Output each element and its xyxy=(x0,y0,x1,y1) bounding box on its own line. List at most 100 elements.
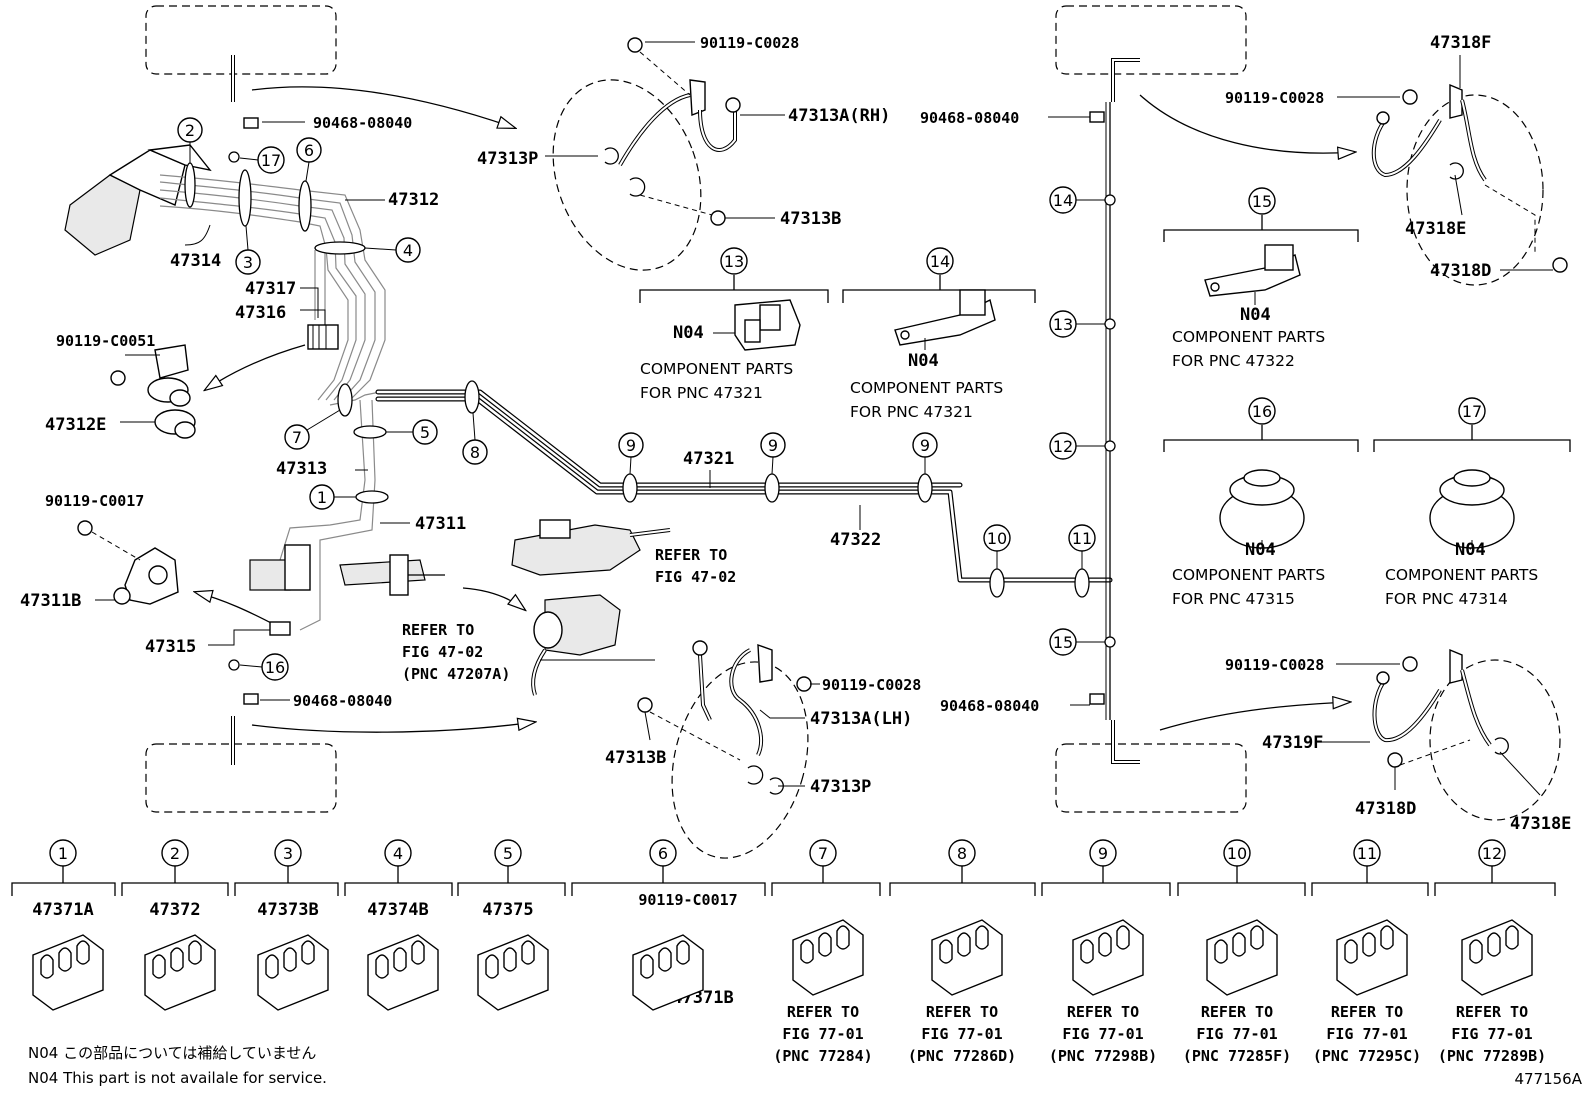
bottom-item-11-line3: (PNC 77295C) xyxy=(1313,1047,1421,1065)
refer-fig4702-a-line1: REFER TO xyxy=(655,546,727,564)
bottom-item-11-circle xyxy=(1353,839,1381,867)
bolt-dashline-left xyxy=(91,531,141,561)
valve-47315 xyxy=(249,544,311,636)
hose-47313A-LH xyxy=(692,640,773,756)
grommet-shape-16 xyxy=(1219,469,1305,549)
label-47313P-top: 47313P xyxy=(477,149,538,169)
bottom-item-6-circle xyxy=(649,839,677,867)
clamp-4 xyxy=(314,241,366,255)
bottom-item-11-num: 11 xyxy=(1357,844,1377,863)
bottom-item-11-illustration xyxy=(1336,919,1408,996)
bracket-line-16 xyxy=(1163,439,1359,452)
component-15-num: 15 xyxy=(1252,192,1272,211)
clip-90468-tl xyxy=(243,117,259,129)
component-13-code: N04 xyxy=(673,323,704,343)
bolt-90119-C0028-top xyxy=(627,37,643,53)
node-13 xyxy=(1104,318,1116,330)
clamp-7 xyxy=(337,383,353,417)
bottom-item-10-line3: (PNC 77285F) xyxy=(1183,1047,1291,1065)
label-47315: 47315 xyxy=(145,637,196,657)
bottom-item-7-circle xyxy=(809,839,837,867)
label-47322: 47322 xyxy=(830,530,881,550)
clamp-6 xyxy=(298,180,312,232)
label-47312: 47312 xyxy=(388,190,439,210)
node-14 xyxy=(1104,194,1116,206)
clamp-10 xyxy=(989,568,1005,598)
component-16: N04 COMPONENT PARTS FOR PNC 47315 xyxy=(1172,540,1325,608)
hose-47318F xyxy=(1371,83,1487,182)
arrow-to-47311B xyxy=(195,592,276,626)
label-90468-08040-bl: 90468-08040 xyxy=(293,692,392,710)
bottom-item-7-bracket xyxy=(771,882,881,896)
bottom-item-12-illustration xyxy=(1461,919,1533,996)
component-15-line1: COMPONENT PARTS xyxy=(1172,328,1325,346)
component-14: N04 COMPONENT PARTS FOR PNC 47321 xyxy=(850,338,1003,421)
booster-fig4702-bottom xyxy=(531,594,621,696)
clamp-9c xyxy=(917,473,933,503)
label-90119-C0017-left: 90119-C0017 xyxy=(45,492,144,510)
bottom-item-8-circle xyxy=(948,839,976,867)
callouts: 2 17 6 3 4 7 5 8 1 9 9 9 10 11 xyxy=(177,117,1486,681)
bottom-item-6-illustration xyxy=(632,934,704,1011)
bracket-47311B xyxy=(113,547,179,605)
bottom-item-12-num: 12 xyxy=(1482,844,1502,863)
component-13: N04 COMPONENT PARTS FOR PNC 47321 xyxy=(640,323,793,402)
label-47311B: 47311B xyxy=(20,591,81,611)
clip-shape-13 xyxy=(734,299,801,351)
label-47319F: 47319F xyxy=(1262,733,1323,753)
bottom-item-7-num: 7 xyxy=(818,844,828,863)
bottom-item-10-bracket xyxy=(1177,882,1306,896)
note-en: N04 This part is not availale for servic… xyxy=(28,1069,327,1087)
label-90468-08040-tl: 90468-08040 xyxy=(313,114,412,132)
tube-47321 xyxy=(375,389,963,488)
component-15-code: N04 xyxy=(1240,305,1271,325)
vehicle-ref-box-top-left xyxy=(145,5,337,75)
label-90468-08040-br: 90468-08040 xyxy=(940,697,1039,715)
clamp-9b xyxy=(764,473,780,503)
bracket-line-14 xyxy=(842,289,1036,303)
component-14-line1: COMPONENT PARTS xyxy=(850,379,1003,397)
clip-90468-br xyxy=(1089,693,1105,705)
label-47314: 47314 xyxy=(170,251,221,271)
component-15-line2: FOR PNC 47322 xyxy=(1172,352,1295,370)
bottom-item-8-illustration xyxy=(931,919,1003,996)
node-12 xyxy=(1104,440,1116,452)
bottom-item-6-extra: 90119-C0017 xyxy=(638,891,737,909)
bottom-item-1-num: 1 xyxy=(58,844,68,863)
callout-14-rear: 14 xyxy=(1053,191,1073,210)
bottom-item-3-bracket xyxy=(234,882,339,896)
bottom-item-4-num: 4 xyxy=(393,844,403,863)
bottom-item-12-bracket xyxy=(1434,882,1556,896)
booster-fig4702-top xyxy=(511,519,671,576)
label-47318E-bottom: 47318E xyxy=(1510,814,1571,834)
label-47318D-top: 47318D xyxy=(1430,261,1491,281)
bottom-item-12-line1: REFER TO xyxy=(1456,1003,1528,1021)
bottom-item-8-line3: (PNC 77286D) xyxy=(908,1047,1016,1065)
label-90119-C0051: 90119-C0051 xyxy=(56,332,155,350)
clamp-3 xyxy=(238,169,252,227)
bottom-item-10-num: 10 xyxy=(1227,844,1247,863)
component-15: N04 COMPONENT PARTS FOR PNC 47322 xyxy=(1172,292,1325,370)
bolt-47313B-bottom xyxy=(637,697,653,713)
arrow-to-rh-hose xyxy=(251,86,515,128)
callout-9b: 9 xyxy=(768,436,778,455)
arrow-to-lh-hose xyxy=(251,722,535,733)
callout-9c: 9 xyxy=(920,436,930,455)
label-47311: 47311 xyxy=(415,514,466,534)
component-16-line2: FOR PNC 47315 xyxy=(1172,590,1295,608)
clip-90468-bl xyxy=(243,693,259,705)
label-47317: 47317 xyxy=(245,279,296,299)
bottom-item-2-circle xyxy=(161,839,189,867)
bottom-item-9-line2: FIG 77-01 xyxy=(1062,1025,1143,1043)
refer-fig4702-b-line1: REFER TO xyxy=(402,621,474,639)
bottom-item-2-illustration xyxy=(144,934,216,1011)
bottom-item-10-line2: FIG 77-01 xyxy=(1196,1025,1277,1043)
hose-47319F xyxy=(1372,648,1492,747)
callout-13-rear: 13 xyxy=(1053,315,1073,334)
bottom-item-4-part: 47374B xyxy=(367,900,428,920)
callout-2: 2 xyxy=(185,121,195,140)
label-47313P-bottom: 47313P xyxy=(810,777,871,797)
clip-47313P-top xyxy=(604,147,619,165)
component-16-line1: COMPONENT PARTS xyxy=(1172,566,1325,584)
